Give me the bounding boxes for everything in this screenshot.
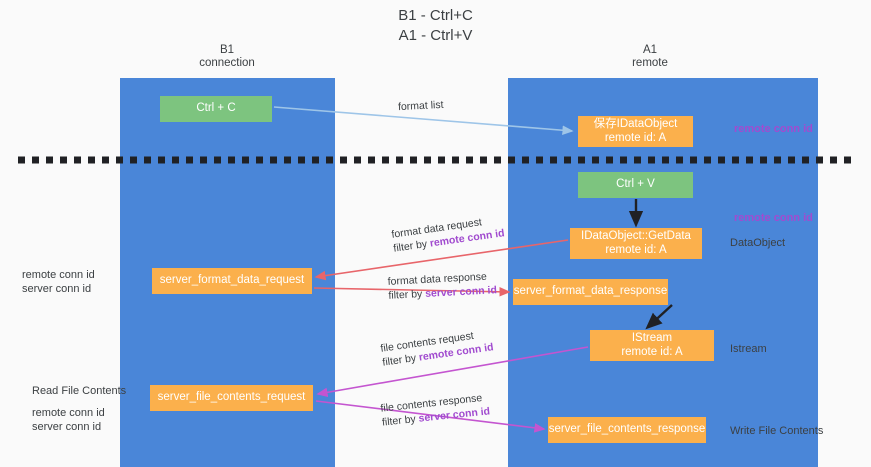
box-istream-label: IStream [631, 332, 673, 344]
box-ctrl-v[interactable]: Ctrl + V [578, 172, 693, 198]
annotation-left-server-conn-id-2: server conn id [32, 421, 102, 433]
box-server-file-contents-request-label: server_file_contents_request [157, 391, 306, 404]
box-server-file-contents-request[interactable]: server_file_contents_request [150, 385, 313, 411]
box-istream-sub: remote id: A [621, 345, 683, 358]
annotation-left-server-conn-id-1: server conn id [22, 283, 92, 295]
edge-label-file-contents-request: file contents request filter by remote c… [380, 326, 495, 369]
box-idataobject-getdata[interactable]: IDataObject::GetData remote id: A [570, 228, 702, 259]
annotation-left-remote-conn-id-2: remote conn id [32, 407, 105, 419]
box-save-idataobject-label: 保存IDataObject [593, 118, 678, 130]
annotation-write-file-contents: Write File Contents [730, 425, 824, 437]
annotation-left-read-file-contents-block: Read File Contents remote conn id server… [32, 384, 126, 434]
edge-label-format-data-response: format data response filter by server co… [387, 269, 497, 303]
annotation-remote-conn-id-top: remote conn id [734, 123, 813, 135]
box-server-format-data-response[interactable]: server_format_data_response [513, 279, 668, 305]
annotation-read-file-contents: Read File Contents [32, 385, 127, 397]
box-server-format-data-response-label: server_format_data_response [513, 285, 668, 298]
edge-label-format-list-line1: format list [397, 98, 444, 114]
annotation-remote-conn-id-mid: remote conn id [734, 212, 813, 224]
diagram-title: B1 - Ctrl+C A1 - Ctrl+V [398, 7, 473, 44]
box-server-format-data-request[interactable]: server_format_data_request [152, 268, 312, 294]
lane-header-b1-line1: B1 [219, 44, 235, 56]
lane-header-a1: A1 remote [560, 44, 740, 70]
box-server-file-contents-response[interactable]: server_file_contents_response [548, 417, 706, 443]
lane-header-a1-line2: remote [632, 57, 668, 69]
edge-label-format-data-request: format data request filter by remote con… [391, 212, 506, 255]
box-save-idataobject[interactable]: 保存IDataObject remote id: A [578, 116, 693, 147]
edge-label-format-list: format list [398, 98, 444, 114]
box-idataobject-getdata-sub: remote id: A [605, 243, 667, 256]
box-ctrl-v-label: Ctrl + V [616, 178, 655, 191]
annotation-left-remote-conn-id-1: remote conn id [22, 269, 95, 281]
box-save-idataobject-sub: remote id: A [604, 131, 667, 144]
box-idataobject-getdata-label: IDataObject::GetData [581, 230, 691, 242]
lane-header-b1: B1 connection [137, 44, 317, 70]
lane-header-b1-line2: connection [199, 57, 255, 69]
annotation-dataobject: DataObject [730, 237, 786, 249]
box-ctrl-c[interactable]: Ctrl + C [160, 96, 272, 122]
edge-label-file-contents-response: file contents response filter by server … [380, 390, 491, 429]
box-istream[interactable]: IStream remote id: A [590, 330, 714, 361]
box-server-file-contents-response-label: server_file_contents_response [548, 423, 706, 436]
box-ctrl-c-label: Ctrl + C [196, 102, 236, 115]
box-server-format-data-request-label: server_format_data_request [159, 274, 305, 287]
annotation-left-conn-ids-1: remote conn id server conn id [22, 268, 95, 296]
lane-header-a1-line1: A1 [642, 44, 658, 56]
key-server-conn-id: server conn id [424, 284, 498, 300]
annotation-istream: Istream [730, 343, 767, 355]
